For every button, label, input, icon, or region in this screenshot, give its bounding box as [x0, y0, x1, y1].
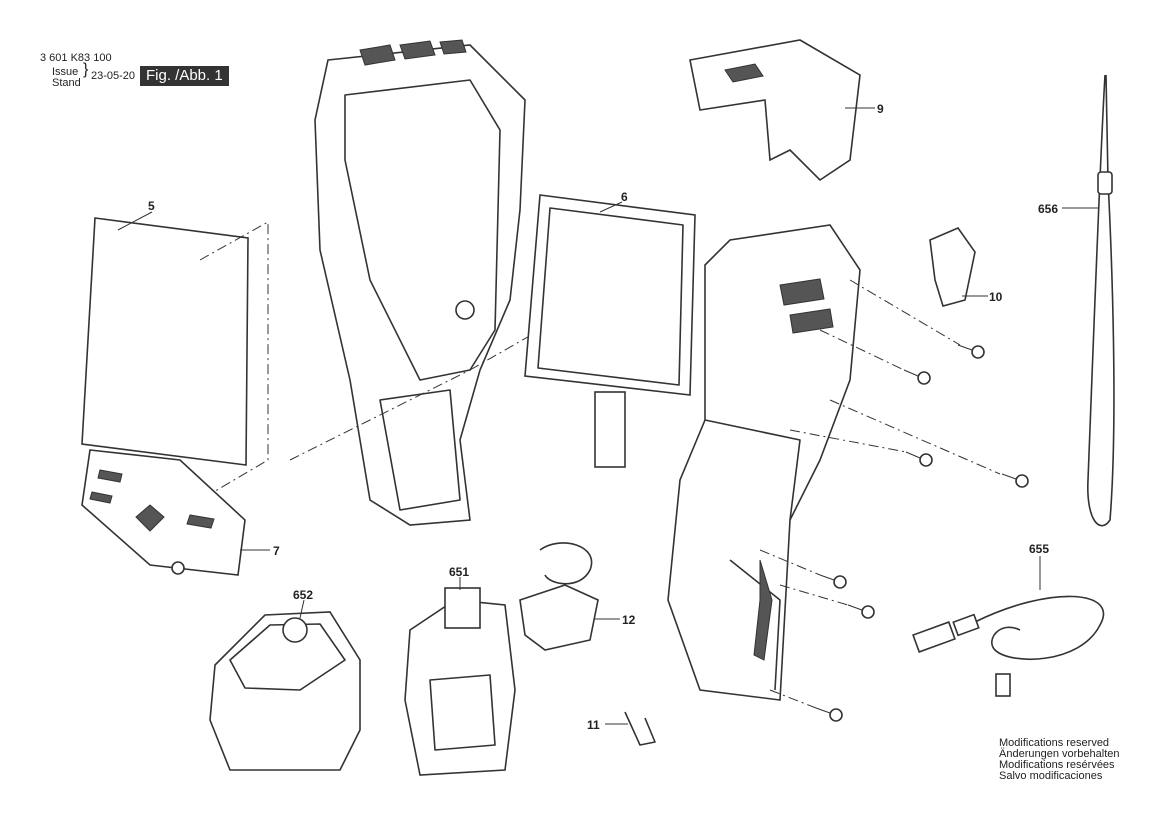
stand-label: Stand	[52, 77, 81, 89]
figure-label: Fig. /Abb. 1	[140, 66, 229, 86]
issue-label: Issue	[52, 66, 79, 78]
notice-line-de: Änderungen vorbehalten	[999, 748, 1120, 760]
callout-12: 12	[622, 613, 636, 627]
part-9-bracket	[689, 39, 861, 182]
part-652-charger	[209, 611, 361, 771]
part-7-keypad	[81, 449, 246, 576]
notice-line-fr: Modifications resérvées	[999, 759, 1115, 771]
callout-6: 6	[621, 190, 628, 204]
modifications-notice: Modifications reserved Änderungen vorbeh…	[999, 738, 1119, 782]
display-ribbon	[594, 391, 626, 468]
rear-housing	[667, 224, 861, 701]
callout-7: 7	[273, 544, 280, 558]
callout-11: 11	[587, 718, 600, 732]
part-number: 3 601 K83 100	[40, 52, 112, 64]
callout-655: 655	[1029, 542, 1050, 556]
part-6-display	[524, 194, 696, 396]
brace: }	[83, 61, 89, 78]
screws	[815, 344, 1029, 722]
notice-line-en: Modifications reserved	[999, 737, 1110, 749]
part-5-screen-film	[81, 217, 249, 466]
callout-652: 652	[293, 588, 314, 602]
front-housing	[314, 44, 526, 526]
callout-651: 651	[449, 565, 470, 579]
part-12-connector	[519, 584, 599, 651]
callout-656: 656	[1038, 202, 1059, 216]
part-10-clip	[929, 227, 976, 307]
part-656-strap	[1087, 74, 1115, 527]
part-11-spring-clip	[624, 711, 656, 746]
issue-date: 23-05-20	[91, 70, 136, 82]
callout-5: 5	[148, 199, 155, 213]
part-655-usb-cable	[974, 595, 1105, 660]
callout-10: 10	[989, 290, 1003, 304]
notice-line-es: Salvo modificaciones	[999, 770, 1103, 782]
callout-9: 9	[877, 102, 884, 116]
